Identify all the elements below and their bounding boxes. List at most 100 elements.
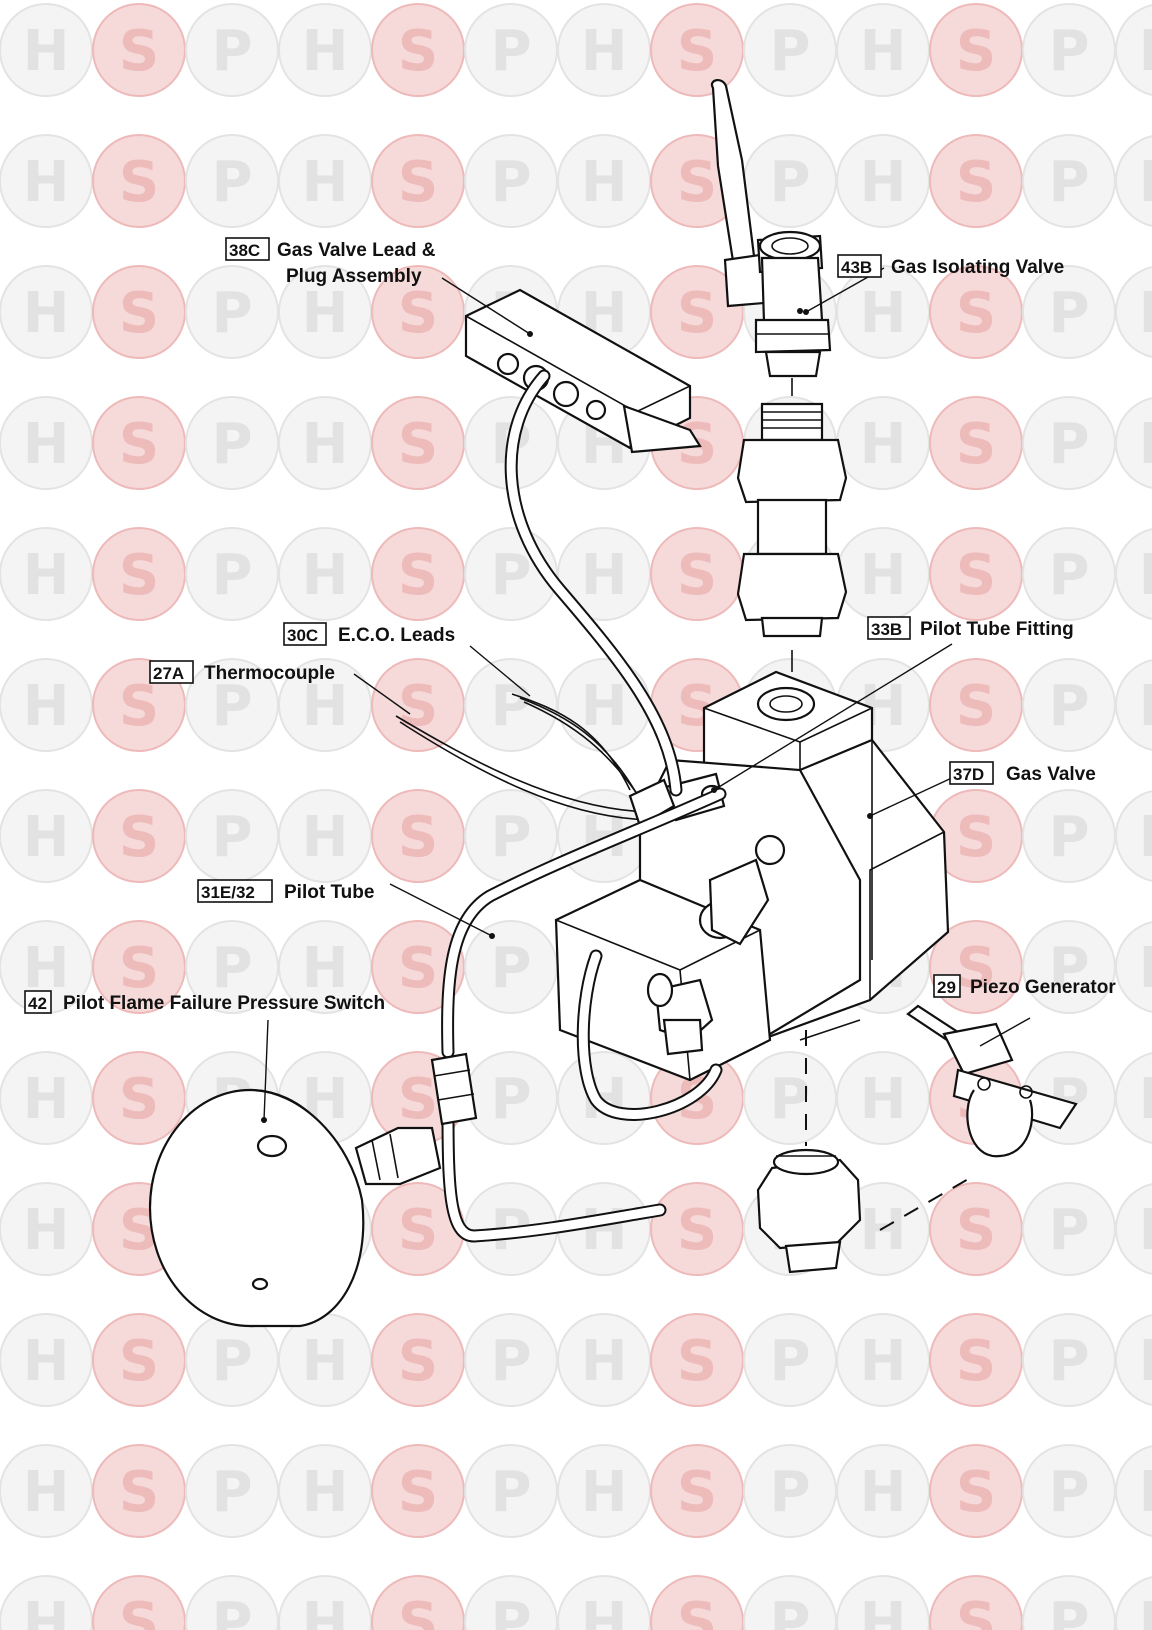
watermark-letter: S <box>119 1067 159 1132</box>
watermark-letter: H <box>23 674 70 739</box>
watermark-letter: H <box>1139 281 1152 346</box>
watermark-circle <box>1115 397 1152 489</box>
watermark-letter: P <box>490 150 531 215</box>
watermark-letter: H <box>302 412 349 477</box>
watermark-letter: P <box>211 1591 252 1630</box>
pilot-tube-part <box>430 787 727 1243</box>
watermark-letter: P <box>1048 1591 1089 1630</box>
watermark-letter: H <box>1139 19 1152 84</box>
watermark-letter: S <box>677 19 717 84</box>
watermark-letter: S <box>956 150 996 215</box>
part-label: E.C.O. Leads <box>338 625 455 646</box>
lower-fitting-part <box>756 1030 971 1274</box>
part-label: Piezo Generator <box>970 977 1116 998</box>
watermark-letter: S <box>956 1591 996 1630</box>
watermark-letter: H <box>23 281 70 346</box>
watermark-letter: H <box>581 19 628 84</box>
watermark-letter: S <box>677 281 717 346</box>
watermark-letter: S <box>677 543 717 608</box>
wires-part <box>395 693 676 828</box>
watermark-letter: H <box>23 1198 70 1263</box>
watermark-letter: H <box>1139 150 1152 215</box>
watermark-circle <box>1115 135 1152 227</box>
watermark-letter: S <box>956 19 996 84</box>
pressure-switch-part <box>148 1088 442 1328</box>
watermark-letter: H <box>1139 936 1152 1001</box>
watermark-letter: H <box>302 1329 349 1394</box>
part-label: Gas Valve Lead & <box>277 240 436 261</box>
code-box <box>933 974 961 998</box>
watermark-letter: S <box>677 1198 717 1263</box>
watermark-letter: H <box>860 150 907 215</box>
watermark-circle <box>1115 528 1152 620</box>
watermark-letter: S <box>677 1591 717 1630</box>
code-box <box>197 879 273 903</box>
watermark-letter: S <box>398 412 438 477</box>
watermark-letter: S <box>398 936 438 1001</box>
watermark-letter: S <box>677 1460 717 1525</box>
watermark-letter: S <box>119 281 159 346</box>
watermark-letter: S <box>119 1329 159 1394</box>
part-code: 31E/32 <box>201 883 255 902</box>
watermark-letter: H <box>1139 1198 1152 1263</box>
gas-isolating-valve-part <box>710 79 832 378</box>
watermark-letter: H <box>23 1329 70 1394</box>
watermark-letter: S <box>956 1329 996 1394</box>
watermark-letter: H <box>860 1067 907 1132</box>
watermark-letter: S <box>956 936 996 1001</box>
watermark-letter: P <box>490 543 531 608</box>
watermark-letter: P <box>211 19 252 84</box>
watermark-letter: H <box>860 1591 907 1630</box>
callout-pilot-tube-fitting: 33B Pilot Tube Fitting <box>867 616 1074 640</box>
watermark-letter: H <box>860 1198 907 1263</box>
watermark-letter: P <box>1048 1198 1089 1263</box>
watermark-letter: H <box>302 805 349 870</box>
watermark-letter: H <box>581 674 628 739</box>
callout-gas-valve: 37D Gas Valve <box>949 761 1096 785</box>
watermark-letter: S <box>398 1591 438 1630</box>
watermark-letter: P <box>769 1329 810 1394</box>
watermark-circle <box>1115 790 1152 882</box>
watermark-letter: S <box>398 150 438 215</box>
part-label-line2: Plug Assembly <box>286 266 422 287</box>
watermark-letter: H <box>1139 1067 1152 1132</box>
watermark-letter: H <box>23 936 70 1001</box>
watermark-letter: P <box>211 150 252 215</box>
watermark-letter: P <box>1048 805 1089 870</box>
watermark-letter: H <box>23 1460 70 1525</box>
watermark-letter: P <box>211 281 252 346</box>
watermark-letter: P <box>211 674 252 739</box>
watermark-letter: H <box>581 1198 628 1263</box>
code-box <box>225 237 270 261</box>
watermark-letter: P <box>1048 1460 1089 1525</box>
watermark-letter: S <box>119 412 159 477</box>
watermark-letter: S <box>398 1067 438 1132</box>
watermark-letter: H <box>302 150 349 215</box>
watermark-letter: H <box>860 1460 907 1525</box>
watermark-letter: H <box>1139 1591 1152 1630</box>
watermark-letter: P <box>769 1067 810 1132</box>
watermark-letter: S <box>677 1329 717 1394</box>
part-code: 29 <box>937 978 956 997</box>
watermark-letter: P <box>211 543 252 608</box>
watermark-letter: P <box>211 412 252 477</box>
watermark-letter: S <box>398 19 438 84</box>
callout-gas-isolating-valve: 43B Gas Isolating Valve <box>837 254 1064 278</box>
part-code: 37D <box>953 765 984 784</box>
watermark-letter: P <box>490 936 531 1001</box>
part-label: Pilot Flame Failure Pressure Switch <box>63 993 385 1014</box>
code-box <box>837 254 882 278</box>
watermark-letter: P <box>490 1329 531 1394</box>
watermark-letter: H <box>581 1329 628 1394</box>
watermark-letter: S <box>119 1460 159 1525</box>
watermark-letter: S <box>119 543 159 608</box>
part-label: Gas Valve <box>1006 764 1096 785</box>
callout-gas-valve-lead: 38C Gas Valve Lead & Plug Assembly <box>225 237 436 287</box>
code-box <box>867 616 911 640</box>
watermark-letter: S <box>398 281 438 346</box>
watermark-letter: H <box>1139 805 1152 870</box>
part-label: Pilot Tube <box>284 882 374 903</box>
watermark-letter: H <box>1139 1329 1152 1394</box>
hsp-watermark-pattern: HSPHSPHSPHSPHHSPHSPHSPHSPHHSPHSPHSPHSPHH… <box>0 3 1152 1630</box>
watermark-letter: P <box>1048 936 1089 1001</box>
